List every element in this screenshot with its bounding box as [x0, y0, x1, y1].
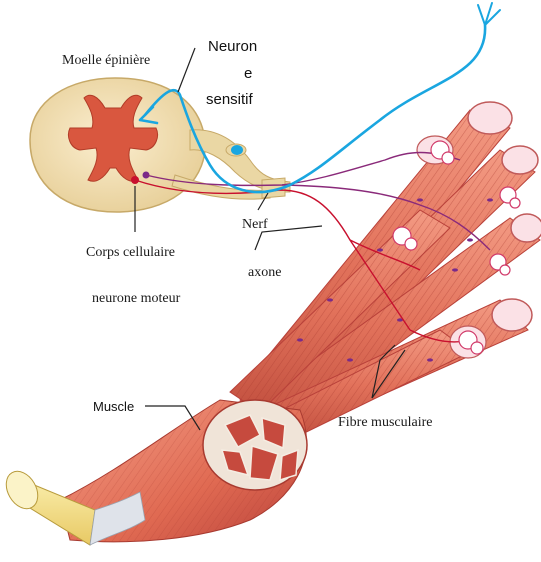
- label-cell-body-line1: Corps cellulaire: [86, 245, 175, 260]
- label-muscle-fiber: Fibre musculaire: [338, 415, 432, 430]
- label-spinal-cord: Moelle épinière: [62, 53, 150, 68]
- label-sensory-neuron-line2: e: [244, 65, 252, 82]
- label-cell-body-line2: neurone moteur: [92, 291, 181, 306]
- label-sensory-neuron-line1: Neuron: [208, 38, 257, 55]
- label-sensory-neuron-line3: sensitif: [206, 91, 254, 108]
- sensory-neuron-cell-body: [231, 145, 243, 155]
- label-muscle: Muscle: [93, 399, 134, 414]
- label-nerve: Nerf: [242, 217, 268, 232]
- label-axon: axone: [248, 265, 281, 280]
